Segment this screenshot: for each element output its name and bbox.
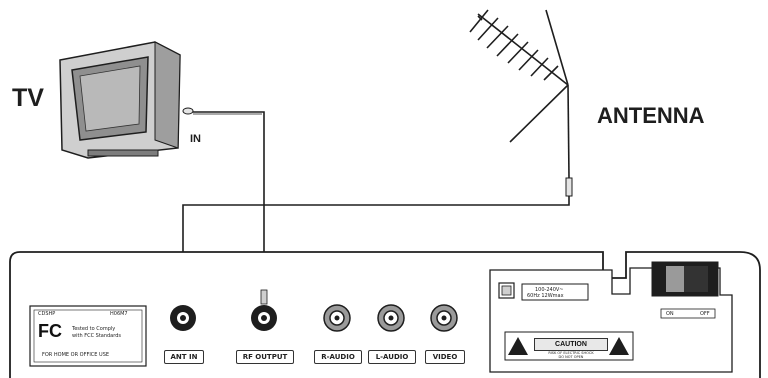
fcc-model-left: CDSHP bbox=[38, 311, 56, 317]
antenna-label: ANTENNA bbox=[597, 103, 705, 128]
warning-right-icon bbox=[609, 337, 629, 355]
ant-in-tag: ANT IN bbox=[164, 350, 204, 364]
fcc-tested-line2: with FCC Standards bbox=[72, 333, 121, 339]
l-audio-tag: L-AUDIO bbox=[368, 350, 416, 364]
tv-icon bbox=[59, 41, 194, 159]
warning-left-icon bbox=[508, 337, 528, 355]
fcc-tested-line1: Tested to Comply bbox=[72, 326, 116, 332]
caution-title: CAUTION bbox=[534, 338, 608, 351]
power-rating-line1: 100-240V~ bbox=[535, 287, 564, 293]
power-rating-line2: 60Hz 12Wmax bbox=[527, 293, 564, 299]
caution-line2: DO NOT OPEN bbox=[558, 355, 584, 359]
fcc-model-right: H06M7 bbox=[110, 311, 128, 317]
fcc-footer: FOR HOME OR OFFICE USE bbox=[42, 352, 110, 358]
fcc-label-box bbox=[29, 305, 147, 367]
fcc-logo: FC bbox=[38, 321, 62, 341]
video-tag: VIDEO bbox=[425, 350, 465, 364]
tv-in-connector-icon bbox=[182, 107, 194, 115]
r-audio-tag: R-AUDIO bbox=[314, 350, 362, 364]
rca-connectors bbox=[170, 289, 458, 332]
rf-output-tag: RF OUTPUT bbox=[236, 350, 294, 364]
switch-on-label: ON bbox=[666, 311, 674, 317]
switch-off-label: OFF bbox=[700, 311, 710, 317]
antenna-icon bbox=[469, 9, 573, 197]
tv-label: TV bbox=[12, 84, 44, 112]
tv-cable bbox=[193, 111, 265, 290]
tv-in-label: IN bbox=[190, 133, 201, 145]
caution-line1: RISK OF ELECTRIC SHOCK bbox=[548, 351, 594, 355]
